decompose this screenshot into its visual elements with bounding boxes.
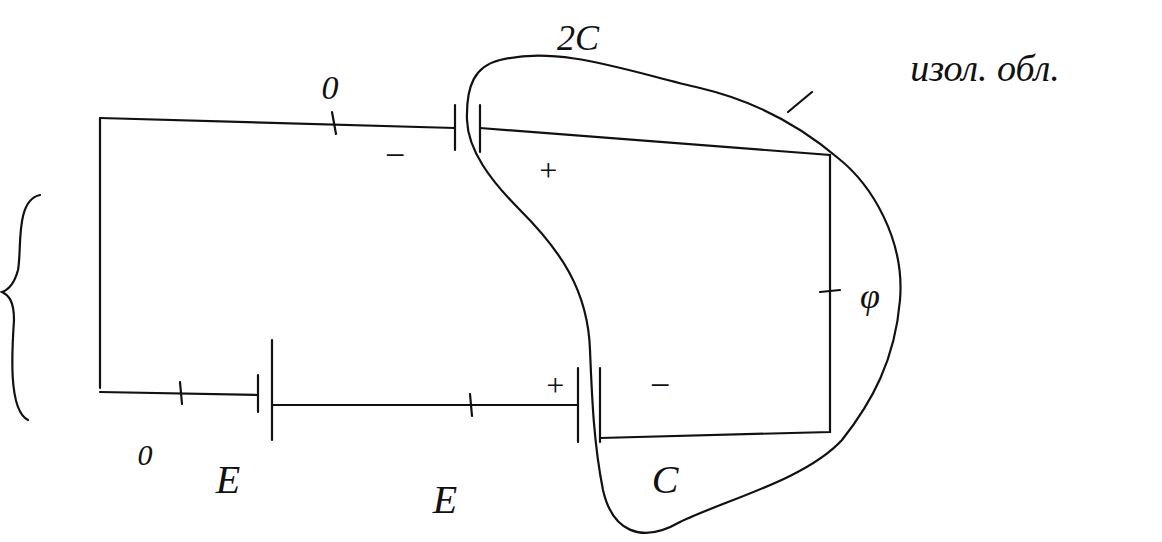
brace — [2, 195, 40, 420]
region-label: изол. обл. — [910, 49, 1060, 87]
capacitor-label: 2C — [557, 20, 599, 56]
potential-label: E — [433, 480, 457, 520]
capacitor-symbol — [578, 368, 600, 442]
battery-symbol — [258, 340, 272, 440]
potential-label: 0 — [322, 71, 339, 105]
battery-label: E — [216, 460, 240, 500]
potential-label: φ — [860, 278, 880, 314]
polarity-sign: + — [537, 154, 559, 186]
wire — [99, 118, 101, 388]
tick-mark — [820, 290, 840, 292]
capacitor-symbol — [455, 105, 480, 152]
wire — [272, 404, 578, 406]
tick-mark — [180, 382, 182, 404]
leader-line — [788, 92, 812, 112]
polarity-sign: − — [383, 137, 407, 173]
polarity-sign: + — [544, 369, 566, 401]
wire — [100, 118, 455, 128]
isolated-region — [467, 56, 901, 533]
tick-mark — [332, 112, 336, 134]
polarity-sign: − — [648, 367, 672, 403]
capacitor-label: C — [652, 460, 679, 500]
tick-mark — [470, 394, 472, 416]
wire — [480, 128, 830, 438]
wire — [100, 392, 258, 395]
potential-label: 0 — [138, 440, 153, 470]
